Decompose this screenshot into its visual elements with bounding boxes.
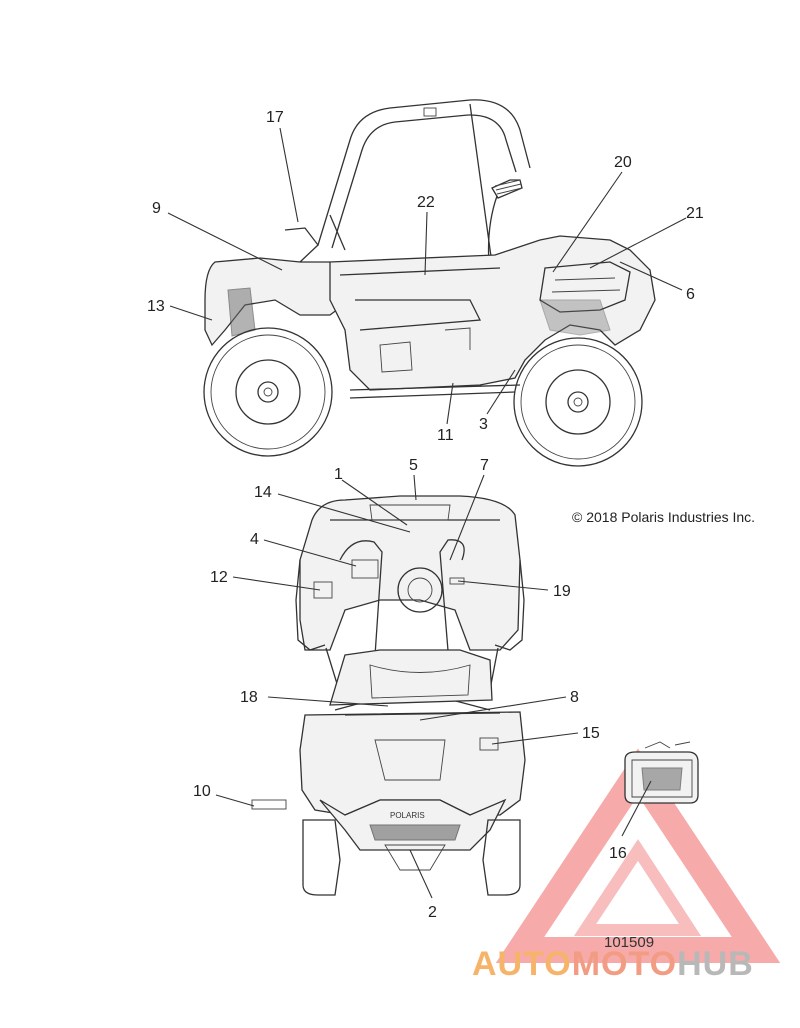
callout-6: 6 — [686, 286, 695, 303]
svg-text:POLARIS: POLARIS — [390, 811, 425, 820]
side-view-vehicle — [203, 99, 656, 467]
watermark-text: AUTOMOTOHUB — [472, 945, 754, 983]
callout-15: 15 — [582, 725, 600, 742]
callout-3: 3 — [479, 416, 488, 433]
callout-20: 20 — [614, 154, 632, 171]
callout-5: 5 — [409, 457, 418, 474]
leader-lines — [167, 127, 687, 899]
watermark-text-auto: AUTO — [472, 945, 572, 983]
watermark-logo — [495, 748, 781, 963]
callout-14: 14 — [254, 484, 272, 501]
callout-8: 8 — [570, 689, 579, 706]
callout-22: 22 — [417, 194, 435, 211]
top-view-vehicle: POLARIS — [251, 495, 526, 896]
callout-12: 12 — [210, 569, 228, 586]
callout-19: 19 — [553, 583, 571, 600]
copyright-notice: © 2018 Polaris Industries Inc. — [572, 509, 755, 525]
watermark-triangle — [495, 748, 781, 963]
detail-inset-item-16 — [624, 741, 699, 804]
callout-10: 10 — [193, 783, 211, 800]
watermark-text-hub: HUB — [677, 945, 754, 983]
callout-16: 16 — [609, 845, 627, 862]
callout-18: 18 — [240, 689, 258, 706]
callout-17: 17 — [266, 109, 284, 126]
callout-4: 4 — [250, 531, 259, 548]
callout-labels: 17 9 22 20 21 13 6 3 11 1 5 7 14 4 12 19… — [147, 109, 704, 921]
callout-1: 1 — [334, 466, 343, 483]
callout-11: 11 — [437, 427, 454, 444]
callout-13: 13 — [147, 298, 165, 315]
callout-9: 9 — [152, 200, 161, 217]
figure-number: 101509 — [604, 934, 654, 951]
callout-2: 2 — [428, 904, 437, 921]
callout-21: 21 — [686, 205, 704, 222]
callout-7: 7 — [480, 457, 489, 474]
watermark-text-moto: MOTO — [572, 945, 677, 983]
